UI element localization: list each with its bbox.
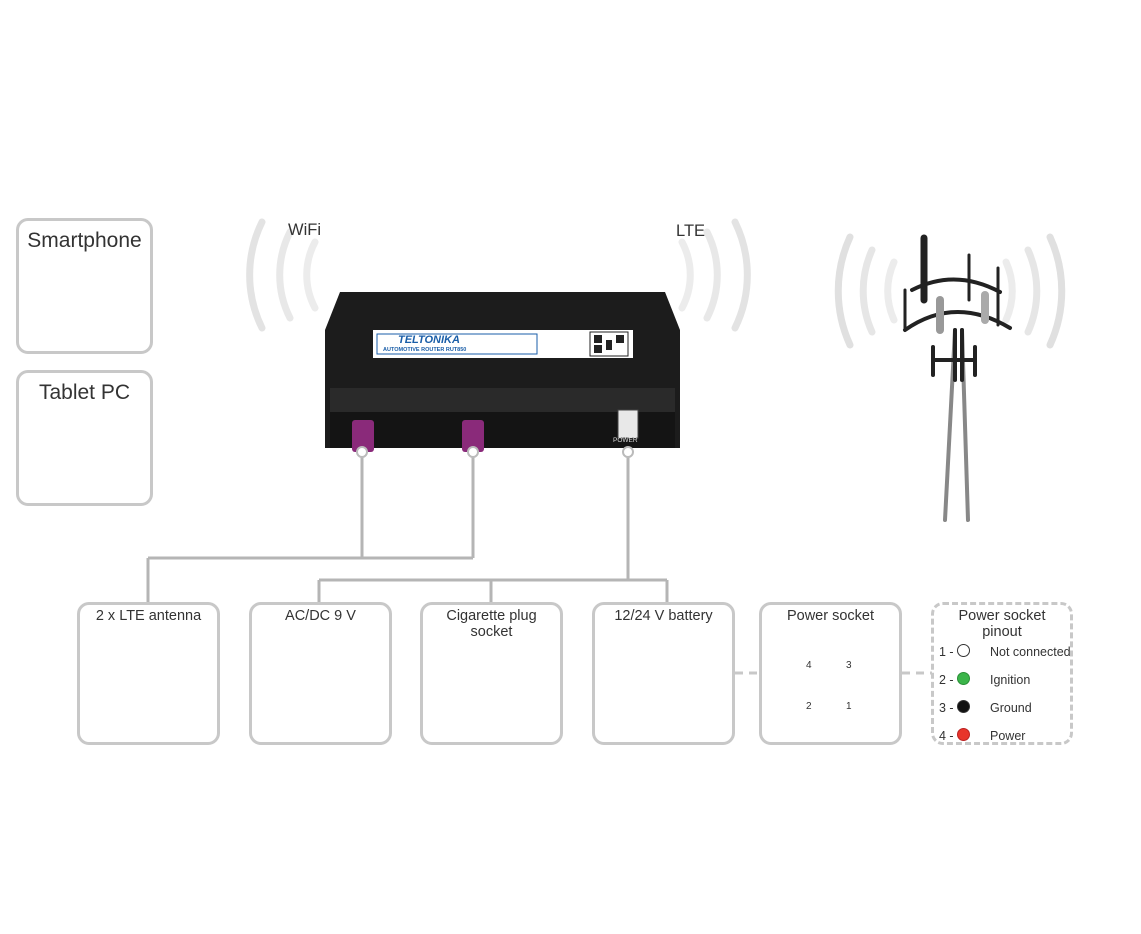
wifi-waves-icon: [246, 218, 319, 332]
pinout-card: Power socket pinout 1 - Not connected 2 …: [931, 602, 1073, 745]
power-socket-card: Power socket: [759, 602, 902, 745]
pin-number: 3 -: [939, 701, 954, 715]
cigarette-title-2: socket: [470, 624, 513, 640]
lte-label: LTE: [676, 222, 706, 240]
socket-pin-4: 4: [806, 660, 812, 671]
pin-name: Not connected: [990, 645, 1071, 659]
wifi-label: WiFi: [288, 221, 321, 239]
acdc-card: AC/DC 9 V: [249, 602, 392, 745]
router-brand: TELTONIKA: [398, 334, 460, 346]
router-device: [325, 292, 680, 458]
pin-number: 4 -: [939, 729, 954, 743]
socket-pin-3: 3: [846, 660, 852, 671]
cigarette-card: Cigarette plug socket: [420, 602, 563, 745]
pin-row-1: 1 - Not connected: [934, 643, 1084, 663]
pin-row-4: 4 - Power: [934, 727, 1084, 747]
pin-name: Ground: [990, 701, 1032, 715]
cigarette-title-1: Cigarette plug: [446, 608, 537, 624]
pin-color-dot: [957, 672, 970, 685]
pin-color-dot: [957, 644, 970, 657]
pin-number: 2 -: [939, 673, 954, 687]
pin-name: Power: [990, 729, 1026, 743]
router-power-label: POWER: [613, 437, 638, 444]
acdc-title: AC/DC 9 V: [285, 608, 356, 624]
pin-name: Ignition: [990, 673, 1031, 687]
lte-waves-icon: [678, 218, 751, 332]
pinout-title-1: Power socket: [958, 608, 1046, 624]
lte-antenna-card: 2 x LTE antenna: [77, 602, 220, 745]
tower-waves-icon: [834, 233, 1066, 349]
socket-pin-1: 1: [846, 701, 852, 712]
smartphone-title: Smartphone: [27, 229, 142, 252]
pin-color-dot: [957, 700, 970, 713]
pin-row-2: 2 - Ignition: [934, 671, 1084, 691]
pinout-title-2: pinout: [982, 624, 1022, 640]
pin-row-3: 3 - Ground: [934, 699, 1084, 719]
pin-color-dot: [957, 728, 970, 741]
cell-tower-icon: [903, 234, 1012, 522]
connector-lines: [146, 452, 669, 604]
tablet-card: Tablet PC: [16, 370, 153, 506]
pin-number: 1 -: [939, 645, 954, 659]
lte-antenna-title: 2 x LTE antenna: [95, 608, 202, 624]
tablet-title: Tablet PC: [38, 381, 131, 404]
router-model: AUTOMOTIVE ROUTER RUT850: [383, 347, 467, 353]
battery-card: 12/24 V battery: [592, 602, 735, 745]
battery-title: 12/24 V battery: [614, 608, 713, 624]
power-socket-title: Power socket: [786, 608, 875, 624]
smartphone-card: Smartphone: [16, 218, 153, 354]
socket-pin-2: 2: [806, 701, 812, 712]
